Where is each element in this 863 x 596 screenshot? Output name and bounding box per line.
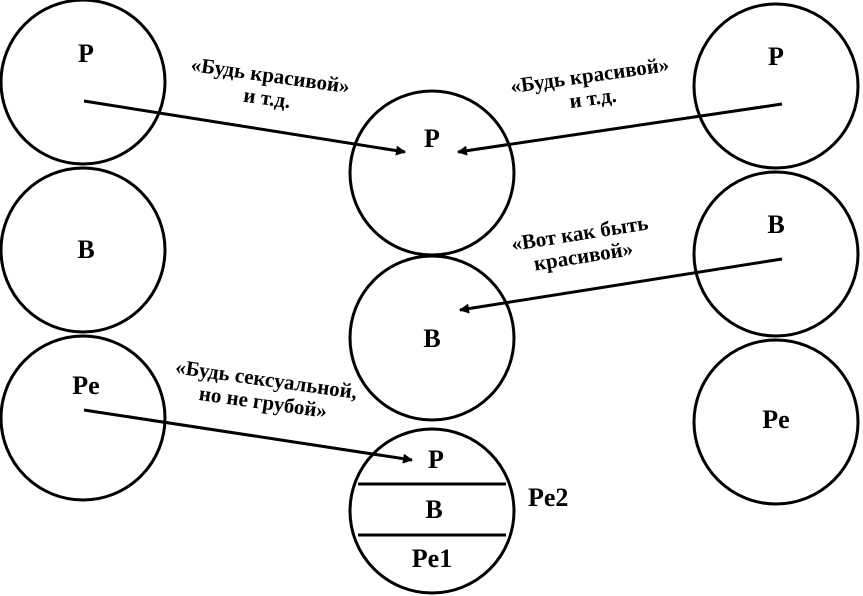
left-person: P B Pe: [0, 0, 167, 502]
message-right-top: «Будь красивой» и т.д.: [509, 52, 671, 113]
center-child-adult-label: B: [425, 495, 442, 524]
left-parent-circle: [0, 0, 167, 166]
left-parent-label: P: [78, 39, 94, 68]
message-right-middle: «Вот как быть красивой»: [510, 211, 650, 276]
center-child-circle: [348, 427, 516, 595]
left-adult-label: B: [77, 235, 94, 264]
right-child-circle: [692, 338, 860, 506]
arrow-right-adult-to-center-adult: [459, 257, 783, 314]
right-parent-circle: [692, 2, 860, 170]
arrow-left-child-to-center-child-parent: [83, 408, 413, 464]
center-child-parent-label: P: [428, 445, 444, 474]
left-child-label: Pe: [72, 371, 99, 400]
message-right-top-line2: и т.д.: [568, 83, 618, 113]
right-adult-label: B: [767, 210, 784, 239]
transaction-arrows: [83, 99, 783, 464]
arrow-left-parent-to-center-parent: [83, 99, 406, 156]
left-child-circle: [0, 334, 167, 502]
center-person: P B P B Pe1 Pe2: [348, 89, 568, 595]
center-adult-label: B: [423, 324, 440, 353]
message-left-top-line2: и т.д.: [242, 83, 292, 113]
center-child-child-label: Pe1: [412, 544, 452, 573]
right-parent-label: P: [768, 42, 784, 71]
center-child-outer-label: Pe2: [528, 483, 568, 512]
message-left-bottom: «Будь сексуальной, но не грубой»: [174, 355, 359, 423]
right-person: P B Pe: [692, 2, 860, 506]
center-parent-circle: [348, 89, 516, 257]
right-adult-circle: [692, 170, 860, 338]
left-adult-circle: [0, 166, 167, 334]
center-parent-label: P: [424, 124, 440, 153]
right-child-label: Pe: [762, 405, 789, 434]
message-left-top: «Будь красивой» и т.д.: [189, 52, 351, 113]
arrow-right-parent-to-center-parent: [457, 102, 783, 156]
center-adult-circle: [348, 254, 516, 422]
